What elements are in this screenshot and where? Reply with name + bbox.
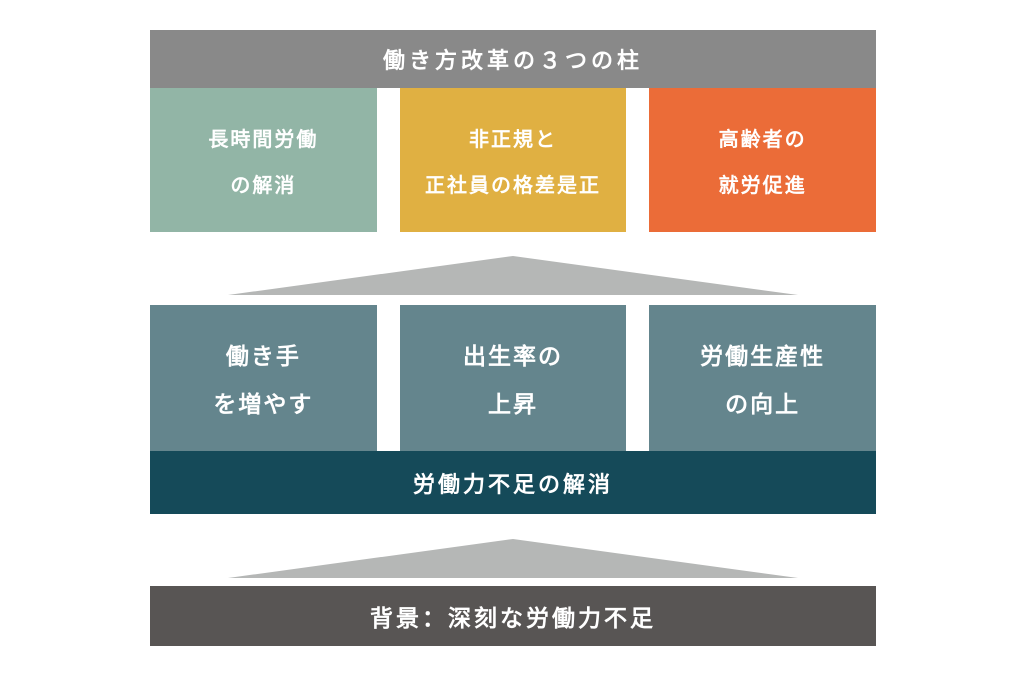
measures-row: 働き手 を増やす 出生率の 上昇 労働生産性 の向上 [150, 305, 876, 451]
pillar-line: 正社員の格差是正 [424, 174, 601, 197]
pillar-line: 非正規と [468, 128, 557, 151]
roof-arrow-lower [228, 539, 798, 578]
measure-productivity: 労働生産性 の向上 [649, 305, 876, 451]
measure-birth-rate: 出生率の 上昇 [399, 305, 627, 451]
pillars-row: 長時間労働 の解消 非正規と 正社員の格差是正 高齢者の 就労促進 [150, 88, 876, 232]
workstyle-reform-diagram: 働き方改革の３つの柱 長時間労働 の解消 非正規と 正社員の格差是正 高齢者の … [150, 30, 876, 646]
measure-line: 出生率の [462, 343, 563, 369]
pillar-line: 高齢者の [718, 128, 807, 151]
spacer [150, 578, 876, 586]
diagram-title: 働き方改革の３つの柱 [382, 48, 643, 73]
goal-label: 労働力不足の解消 [412, 471, 613, 497]
pillar-equal-treatment: 非正規と 正社員の格差是正 [399, 88, 627, 232]
pillar-line: の解消 [230, 174, 297, 197]
measure-line: を増やす [213, 391, 314, 417]
measure-line: の向上 [725, 391, 801, 417]
roof-arrow-upper [228, 256, 798, 295]
goal-bar: 労働力不足の解消 [150, 451, 876, 514]
pillar-elderly-employment: 高齢者の 就労促進 [649, 88, 876, 232]
pillar-line: 長時間労働 [208, 128, 319, 151]
background-label: 背景：深刻な労働力不足 [370, 605, 656, 631]
spacer [150, 514, 876, 539]
background-bar: 背景：深刻な労働力不足 [150, 586, 876, 646]
measure-increase-workers: 働き手 を増やす [150, 305, 377, 451]
measure-line: 働き手 [225, 343, 301, 369]
measure-line: 労働生産性 [700, 343, 826, 369]
pillar-long-hours: 長時間労働 の解消 [150, 88, 377, 232]
pillar-line: 就労促進 [718, 174, 807, 197]
spacer [150, 232, 876, 256]
diagram-title-bar: 働き方改革の３つの柱 [150, 30, 876, 88]
measure-line: 上昇 [487, 391, 538, 417]
